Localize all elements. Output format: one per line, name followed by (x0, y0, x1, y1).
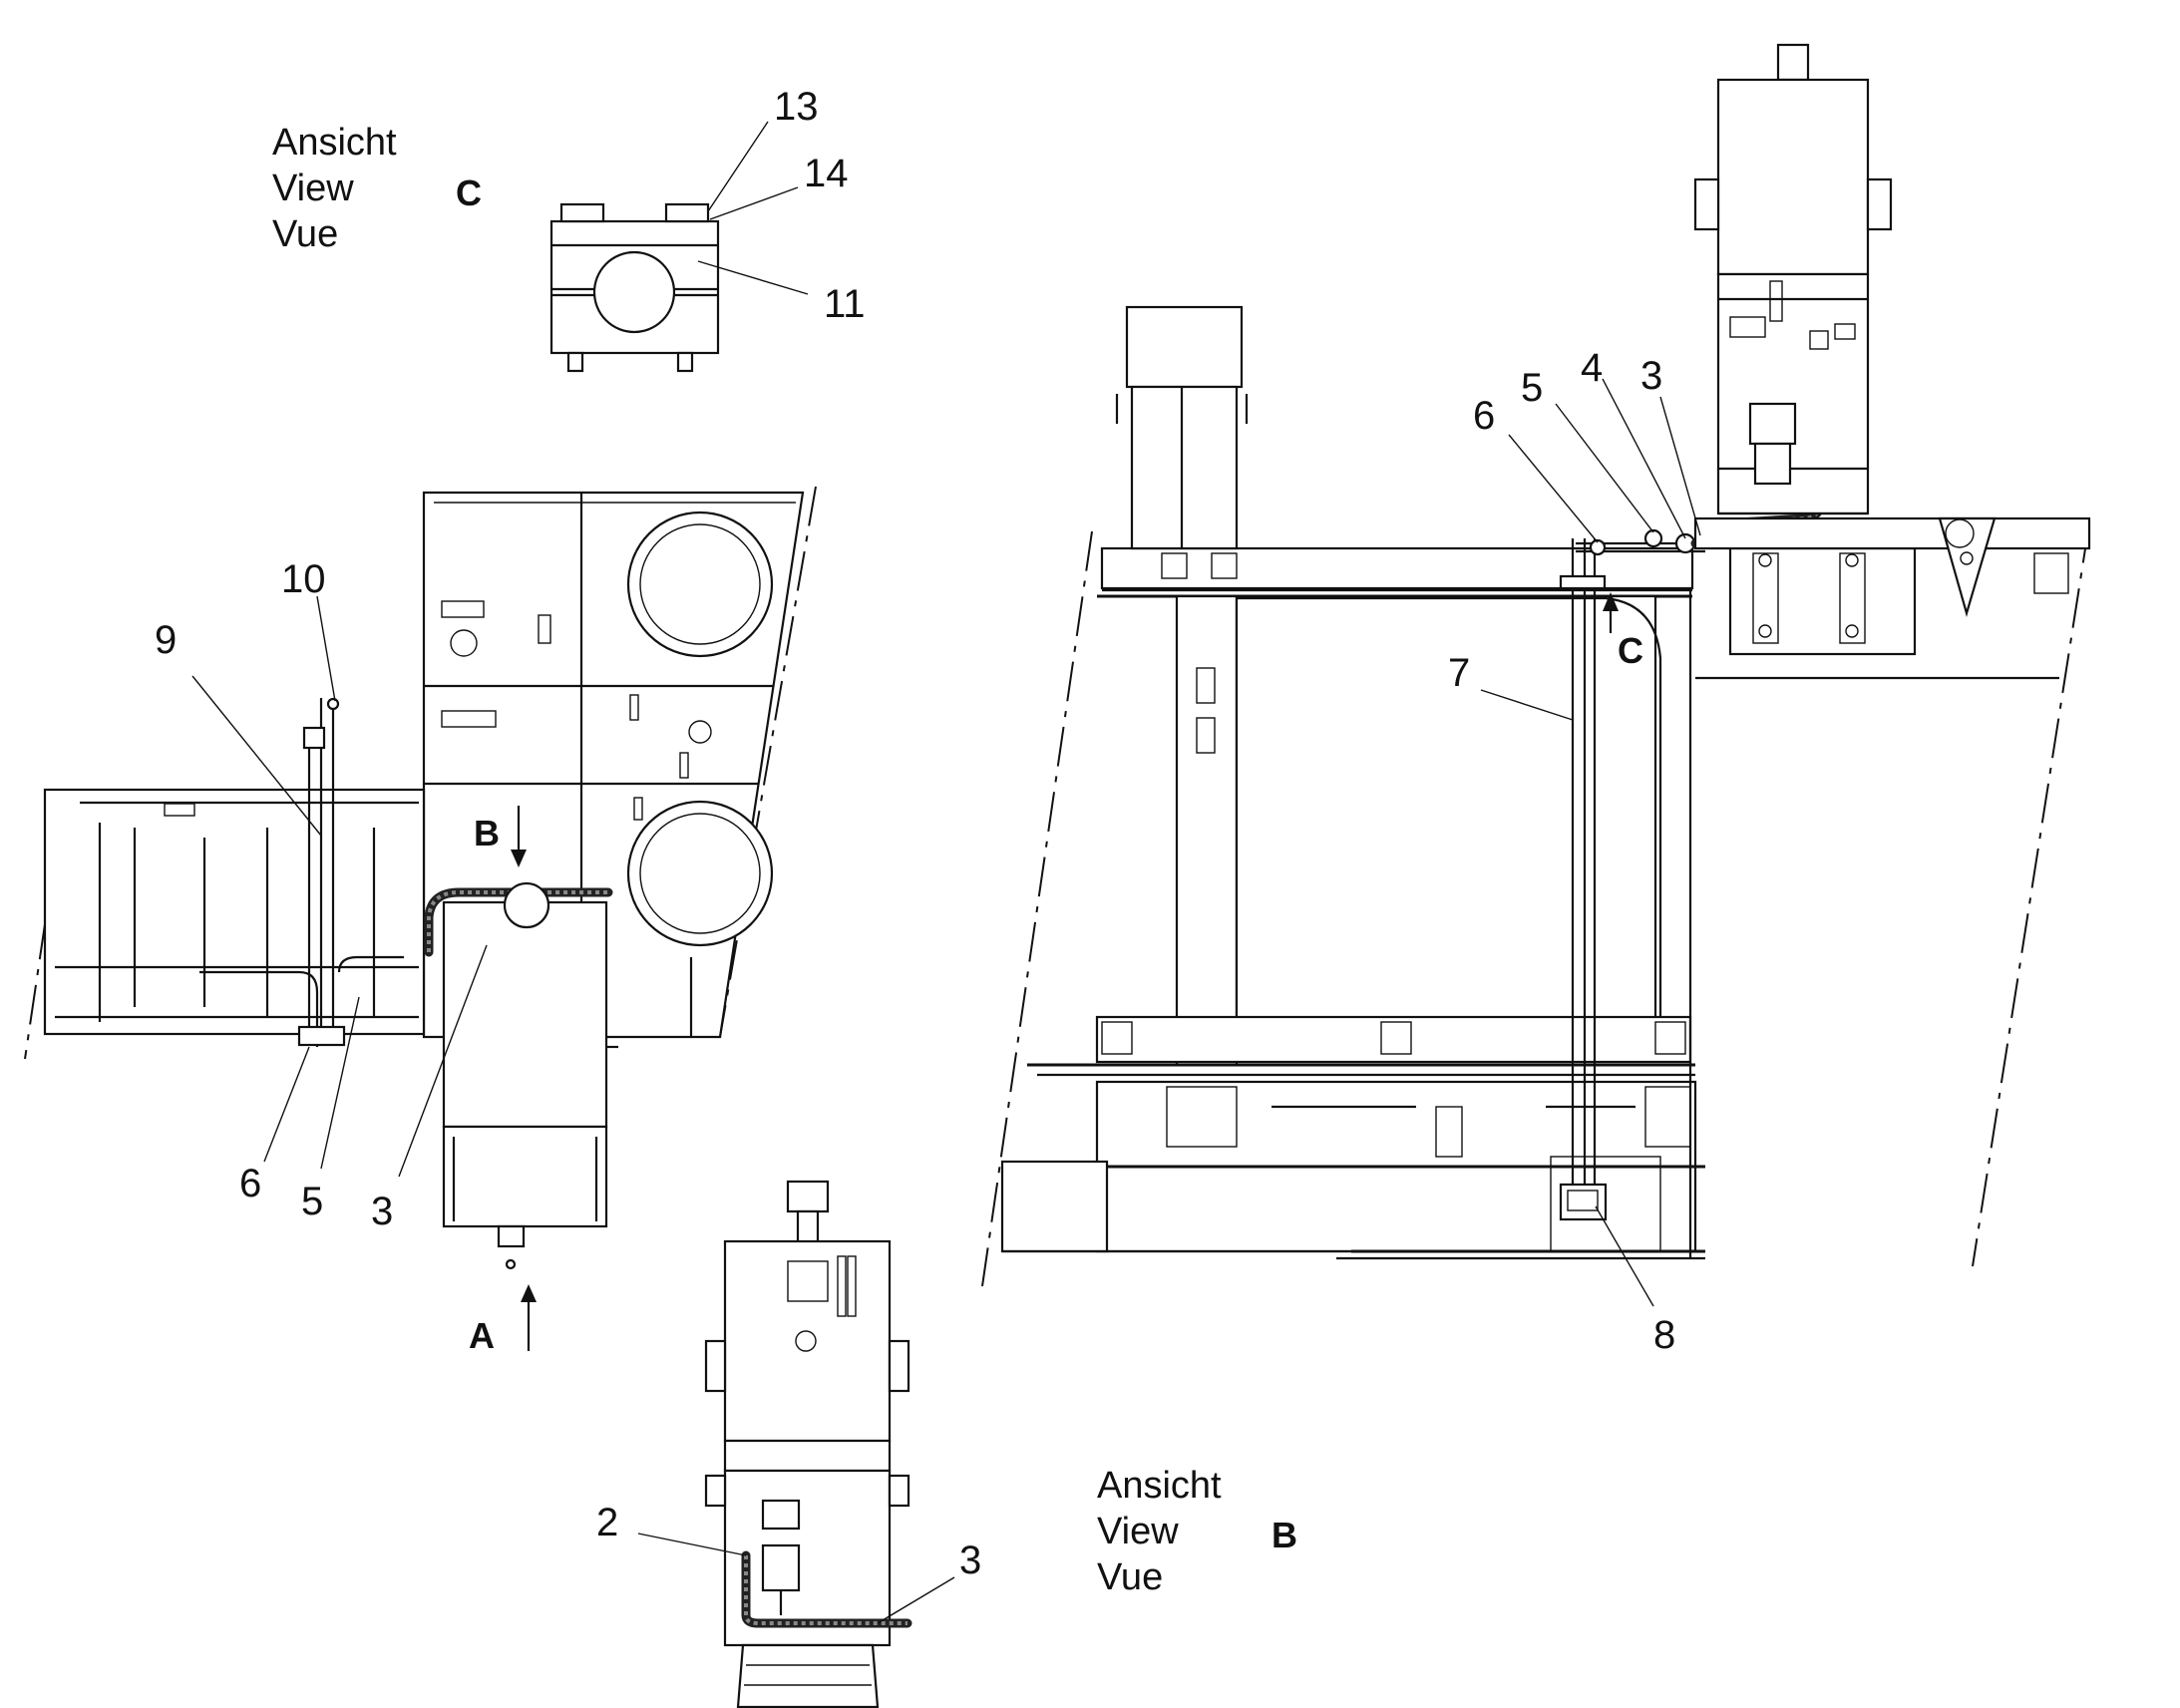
callout-10: 10 (281, 557, 326, 601)
view-c-line-fr: Vue (272, 213, 338, 255)
callout-2: 2 (596, 1501, 618, 1544)
callout-6-left: 6 (239, 1162, 261, 1205)
callout-13: 13 (774, 85, 819, 129)
callout-7: 7 (1448, 651, 1470, 695)
view-b-label: Ansicht View Vue B (1097, 1465, 1297, 1598)
callout-6-right: 6 (1473, 394, 1495, 438)
arrow-b-letter: B (474, 813, 500, 854)
callout-3-bottom: 3 (959, 1538, 981, 1582)
callout-3-right: 3 (1640, 354, 1662, 398)
view-b-line-de: Ansicht (1097, 1465, 1222, 1507)
callout-4: 4 (1581, 346, 1603, 390)
left-view-assembly: 10 9 6 5 3 B A (24, 486, 817, 1356)
view-c-letter: C (456, 172, 482, 213)
arrow-a-letter: A (469, 1315, 495, 1356)
arrow-c-letter: C (1618, 630, 1643, 671)
view-b-line-fr: Vue (1097, 1556, 1163, 1598)
callout-9: 9 (155, 618, 177, 662)
view-c-line-en: View (272, 168, 354, 209)
callout-14: 14 (804, 152, 849, 195)
view-c-line-de: Ansicht (272, 122, 397, 164)
callout-11: 11 (824, 282, 866, 326)
right-view-assembly: 6 5 4 3 7 8 C (981, 43, 2091, 1357)
callout-8: 8 (1653, 1313, 1675, 1357)
bottom-tank-view: 2 3 (596, 1180, 981, 1708)
callout-5-right: 5 (1521, 366, 1543, 410)
view-b-line-en: View (1097, 1511, 1179, 1552)
view-c-label: Ansicht View Vue C (272, 122, 482, 255)
callout-3-left: 3 (371, 1190, 393, 1233)
callout-5-left: 5 (301, 1180, 323, 1223)
view-b-letter: B (1272, 1515, 1297, 1555)
pipe-clamp-detail: 13 14 11 (549, 85, 866, 373)
